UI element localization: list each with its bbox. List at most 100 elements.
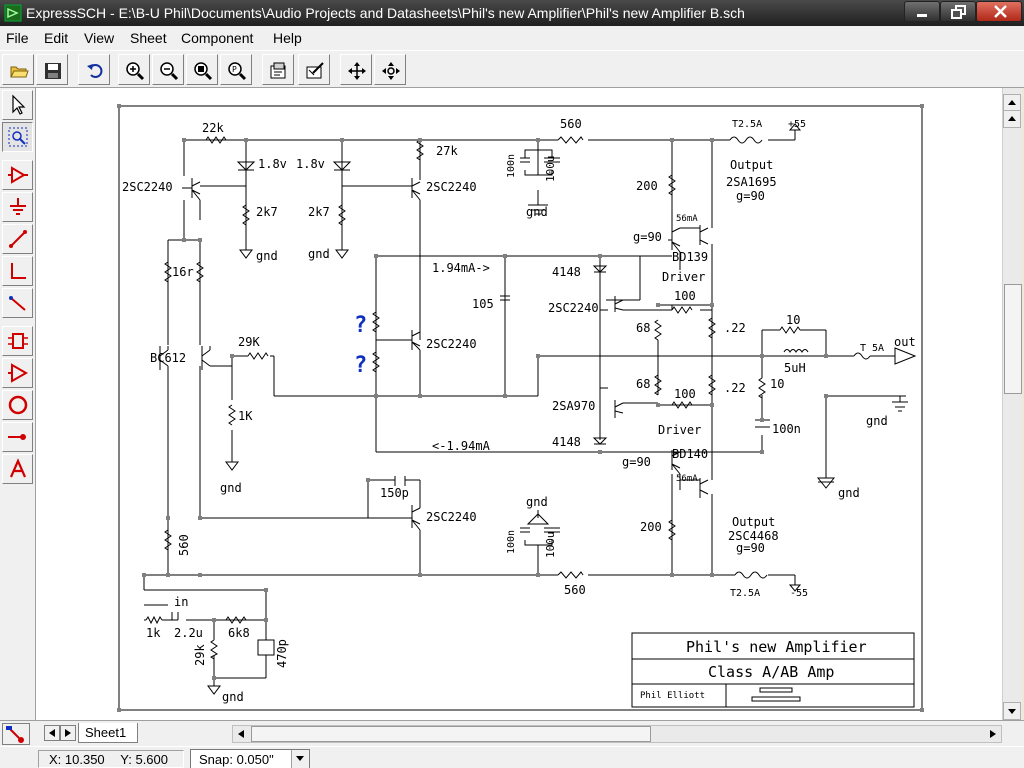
label-r-100-1: 100 <box>674 289 696 303</box>
label-question-1: ? <box>354 313 367 338</box>
zoom-out-icon <box>160 62 179 81</box>
label-supply-neg: -55 <box>790 588 808 599</box>
menu-file[interactable]: File <box>6 30 29 46</box>
pin-icon <box>8 434 26 440</box>
label-r-68-1: 68 <box>636 321 650 335</box>
zoom-select-tool[interactable] <box>2 122 33 152</box>
label-out: out <box>894 335 916 349</box>
pan-icon <box>348 62 366 80</box>
bus-tool[interactable] <box>2 256 33 286</box>
prev-sheet-button[interactable] <box>44 725 60 741</box>
probe-icon <box>6 726 24 743</box>
label-d-4148-1: 4148 <box>552 265 581 279</box>
zoom-page-button[interactable]: P <box>220 54 252 85</box>
zoom-fit-button[interactable] <box>186 54 218 85</box>
arrow-top-icon <box>1008 116 1016 121</box>
app-icon <box>4 4 22 22</box>
line-icon <box>9 296 26 311</box>
place-component-tool[interactable] <box>2 160 33 190</box>
minimize-icon <box>917 14 927 17</box>
select-tool[interactable] <box>2 90 33 120</box>
label-c-470p: 470p <box>275 639 289 668</box>
pin-tool[interactable] <box>2 422 33 452</box>
line-tool[interactable] <box>2 288 33 318</box>
scroll-top-button[interactable] <box>1003 110 1021 128</box>
label-driver-bottom: Driver <box>658 423 701 437</box>
label-current-neg: <-1.94mA <box>432 439 491 453</box>
schematic-canvas[interactable]: 22k 27k 560 T2.5A +55 2SC2240 1.8v 1.8v … <box>36 88 1002 720</box>
label-fuse-top: T2.5A <box>732 119 762 130</box>
main-toolbar: P <box>0 50 1024 88</box>
horizontal-scroll-thumb[interactable] <box>251 726 651 742</box>
component-edit-button[interactable] <box>298 54 330 85</box>
snap-select[interactable]: Snap: 0.050" <box>190 749 310 768</box>
label-output-bottom: Output <box>732 515 775 529</box>
sheet-tab-bar: Sheet1 <box>0 720 1024 746</box>
zoom-out-button[interactable] <box>152 54 184 85</box>
menu-component[interactable]: Component <box>181 30 254 46</box>
menu-help[interactable]: Help <box>273 30 302 46</box>
label-d-18v-2: 1.8v <box>296 157 325 171</box>
close-button[interactable] <box>976 1 1022 22</box>
scroll-down-button[interactable] <box>1003 702 1021 720</box>
label-question-2: ? <box>354 353 367 378</box>
label-driver-top: Driver <box>662 270 705 284</box>
label-r-2k7-1: 2k7 <box>256 205 278 219</box>
arrow-left-icon[interactable] <box>235 728 247 740</box>
circle-icon <box>8 395 28 415</box>
undo-icon <box>87 64 103 78</box>
menu-view[interactable]: View <box>84 30 115 46</box>
label-c-100n-zobel: 100n <box>772 422 801 436</box>
label-c-22u: 2.2u <box>174 626 203 640</box>
next-sheet-button[interactable] <box>60 725 76 741</box>
chevron-down-icon <box>296 756 304 761</box>
probe-button[interactable] <box>2 723 30 745</box>
zoom-in-button[interactable] <box>118 54 150 85</box>
label-current-pos: 1.94mA-> <box>432 261 490 275</box>
save-button[interactable] <box>36 54 68 85</box>
wire-tool[interactable] <box>2 224 33 254</box>
part-tool[interactable] <box>2 326 33 356</box>
wire-icon <box>9 230 27 248</box>
label-q-2sa970: 2SA970 <box>552 399 595 413</box>
label-gain-drv-top: g=90 <box>633 230 662 244</box>
minimize-button[interactable] <box>904 1 940 22</box>
sheet-border <box>118 105 923 711</box>
label-gnd-out: gnd <box>866 414 888 428</box>
restore-button[interactable] <box>940 1 976 22</box>
open-button[interactable] <box>2 54 34 85</box>
label-output-top: Output <box>730 158 773 172</box>
pan-center-button[interactable] <box>374 54 406 85</box>
vertical-scroll-thumb[interactable] <box>1004 284 1022 394</box>
vertical-scrollbar[interactable] <box>1002 88 1022 720</box>
pan-button[interactable] <box>340 54 372 85</box>
label-c-100n-bottom: 100n <box>506 530 517 554</box>
text-tool[interactable] <box>2 454 33 484</box>
menu-sheet[interactable]: Sheet <box>130 30 167 46</box>
zoom-page-icon: P <box>228 62 247 81</box>
label-r-10-zobel: 10 <box>770 377 784 391</box>
horizontal-scrollbar[interactable] <box>232 725 1002 743</box>
pan-center-icon <box>382 62 400 80</box>
tool-palette <box>0 88 36 720</box>
tab-sheet1[interactable]: Sheet1 <box>78 723 138 743</box>
menu-edit[interactable]: Edit <box>44 30 69 46</box>
label-r-27k: 27k <box>436 144 458 158</box>
select-icon <box>12 94 26 115</box>
circle-tool[interactable] <box>2 390 33 420</box>
label-gnd-in: gnd <box>222 690 244 704</box>
cursor-x: X: 10.350 <box>49 752 105 767</box>
properties-button[interactable] <box>262 54 294 85</box>
menu-bar: File Edit View Sheet Component Help <box>0 26 1024 50</box>
arrow-right-icon[interactable] <box>987 728 999 740</box>
label-c-100u-top: 100u <box>544 156 557 183</box>
snap-dropdown-button[interactable] <box>291 750 309 768</box>
label-fuse-out: T 5A <box>860 343 884 354</box>
label-gain-top: g=90 <box>736 189 765 203</box>
bus-icon <box>11 263 26 279</box>
label-r-10-out: 10 <box>786 313 800 327</box>
ground-tool[interactable] <box>2 192 33 222</box>
undo-button[interactable] <box>78 54 110 85</box>
properties-icon <box>270 62 286 79</box>
amplifier-tool[interactable] <box>2 358 33 388</box>
